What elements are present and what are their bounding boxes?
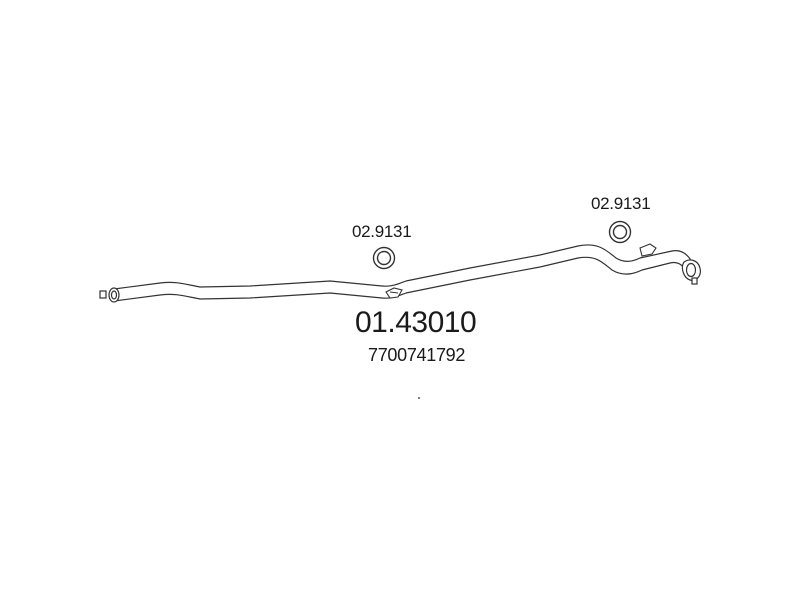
- hanger-bracket-right: [639, 243, 657, 257]
- gasket-left-part-number: 02.9131: [352, 222, 412, 241]
- flange-tab: [691, 277, 698, 285]
- gasket-right-part-number: 02.9131: [591, 194, 651, 213]
- stray-dot: [418, 397, 420, 399]
- pipe-outline-upper: [113, 244, 693, 290]
- exhaust-pipe: [113, 244, 693, 302]
- pipe-flange-right: [681, 259, 701, 285]
- gasket-ring-left: [372, 246, 396, 270]
- pipe-outline-lower: [113, 256, 687, 302]
- pipe-part-number: 01.43010: [355, 306, 477, 339]
- pipe-end-left: [99, 287, 120, 303]
- hanger-bracket-middle: [385, 287, 403, 299]
- gasket-ring-right: [608, 220, 632, 244]
- pipe-end-tab: [99, 290, 107, 299]
- pipe-oe-number: 7700741792: [368, 345, 466, 365]
